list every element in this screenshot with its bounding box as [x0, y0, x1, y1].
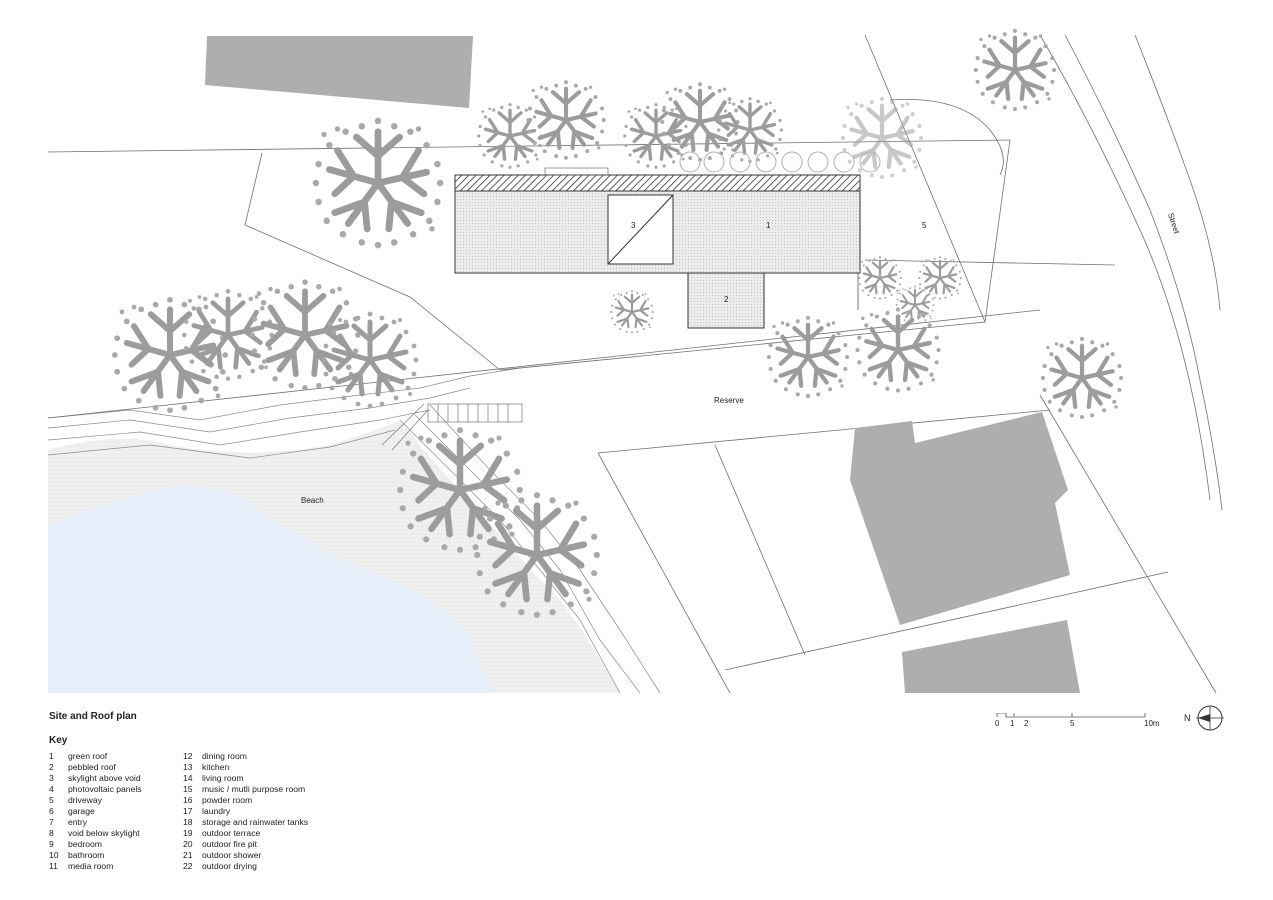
scale-tick-1: 1 — [1010, 719, 1015, 728]
house-roof — [454, 167, 861, 329]
drawing-title: Site and Roof plan — [49, 711, 137, 722]
key-title: Key — [49, 735, 68, 746]
site-plan-drawing: Street 3 1 2 5 — [47, 0, 1223, 694]
roof-label-2: 2 — [724, 295, 729, 304]
boardwalk — [381, 403, 523, 451]
beach-area — [48, 420, 620, 693]
contour-lines — [47, 367, 661, 694]
small-trees-row — [679, 151, 881, 173]
scale-tick-2: 2 — [1024, 719, 1029, 728]
scale-tick-10: 10m — [1144, 719, 1160, 728]
scale-tick-5: 5 — [1070, 719, 1075, 728]
street-lines — [1039, 34, 1223, 511]
neighbour-buildings — [205, 36, 1080, 693]
site-boundaries — [47, 34, 1217, 694]
roof-label-3: 3 — [631, 221, 636, 230]
reserve-label: Reserve — [714, 396, 744, 405]
water-area — [48, 485, 495, 693]
scale-tick-0: 0 — [995, 719, 1000, 728]
beach-label: Beach — [301, 496, 324, 505]
north-label: N — [1184, 713, 1191, 723]
driveway-label-5: 5 — [922, 221, 927, 230]
street-label: Street — [1166, 212, 1181, 236]
roof-label-1: 1 — [766, 221, 771, 230]
north-arrow-icon: N — [1184, 705, 1224, 731]
scale-bar: 0 1 2 5 10m — [995, 713, 1160, 728]
